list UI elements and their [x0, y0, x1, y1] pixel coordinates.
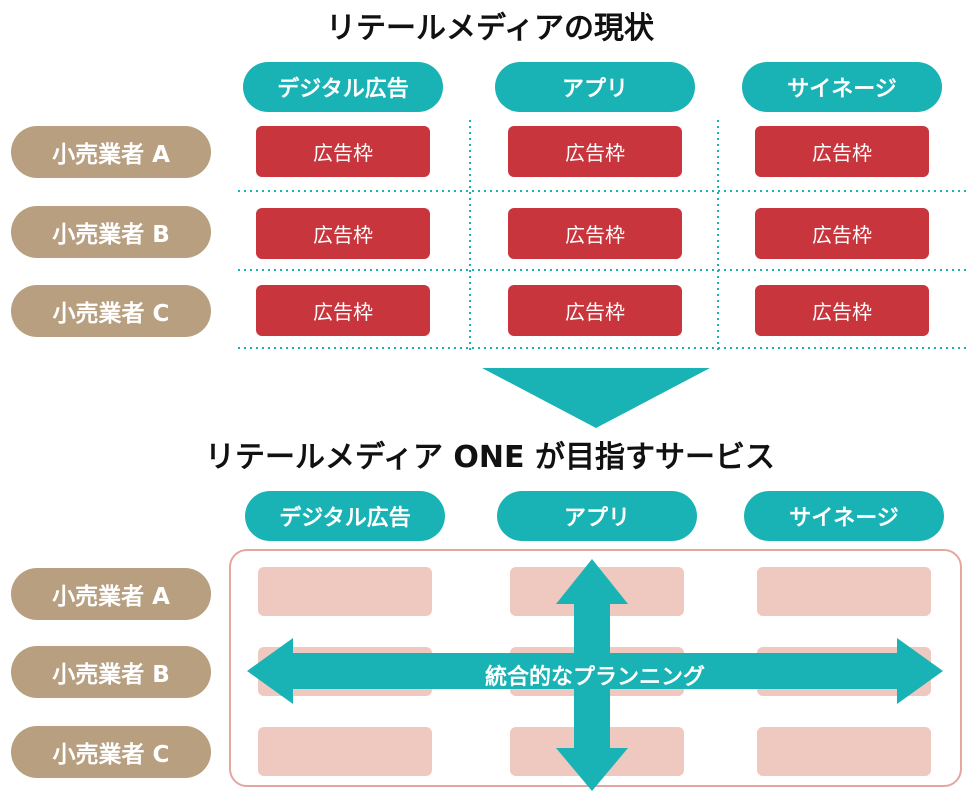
- ad-slot-a-digital: 広告枠: [256, 126, 430, 177]
- ad-slot-b-app: 広告枠: [508, 208, 682, 259]
- retailer-a: 小売業者 A: [11, 126, 211, 178]
- soft-slot-c-digital: [258, 727, 432, 776]
- current-title: リテールメディアの現状: [326, 11, 654, 46]
- ad-slot-a-signage: 広告枠: [755, 126, 929, 177]
- future-channel-app: アプリ: [497, 491, 697, 541]
- future-channel-signage: サイネージ: [744, 491, 944, 541]
- ad-slot-b-digital: 広告枠: [256, 208, 430, 259]
- retailer-c: 小売業者 C: [11, 285, 211, 337]
- future-retailer-c: 小売業者 C: [11, 726, 211, 778]
- current-grid-lines: [238, 120, 968, 350]
- future-channel-digital-ad: デジタル広告: [245, 491, 445, 541]
- ad-slot-a-app: 広告枠: [508, 126, 682, 177]
- ad-slot-c-app: 広告枠: [508, 285, 682, 336]
- future-title: リテールメディア ONE が目指すサービス: [205, 440, 775, 475]
- soft-slot-a-app: [510, 567, 684, 616]
- ad-slot-c-signage: 広告枠: [755, 285, 929, 336]
- soft-slot-a-digital: [258, 567, 432, 616]
- channel-digital-ad: デジタル広告: [243, 62, 443, 112]
- channel-app: アプリ: [495, 62, 695, 112]
- ad-slot-c-digital: 広告枠: [256, 285, 430, 336]
- ad-slot-b-signage: 広告枠: [755, 208, 929, 259]
- future-retailer-a: 小売業者 A: [11, 568, 211, 620]
- soft-slot-a-signage: [757, 567, 931, 616]
- future-retailer-b: 小売業者 B: [11, 646, 211, 698]
- soft-slot-c-app: [510, 727, 684, 776]
- soft-slot-c-signage: [757, 727, 931, 776]
- retailer-b: 小売業者 B: [11, 206, 211, 258]
- down-triangle-shape: [482, 368, 710, 428]
- integrated-planning-label: 統合的なプランニング: [484, 665, 705, 690]
- soft-slot-b-signage: [757, 647, 931, 696]
- channel-signage: サイネージ: [742, 62, 942, 112]
- soft-slot-b-digital: [258, 647, 432, 696]
